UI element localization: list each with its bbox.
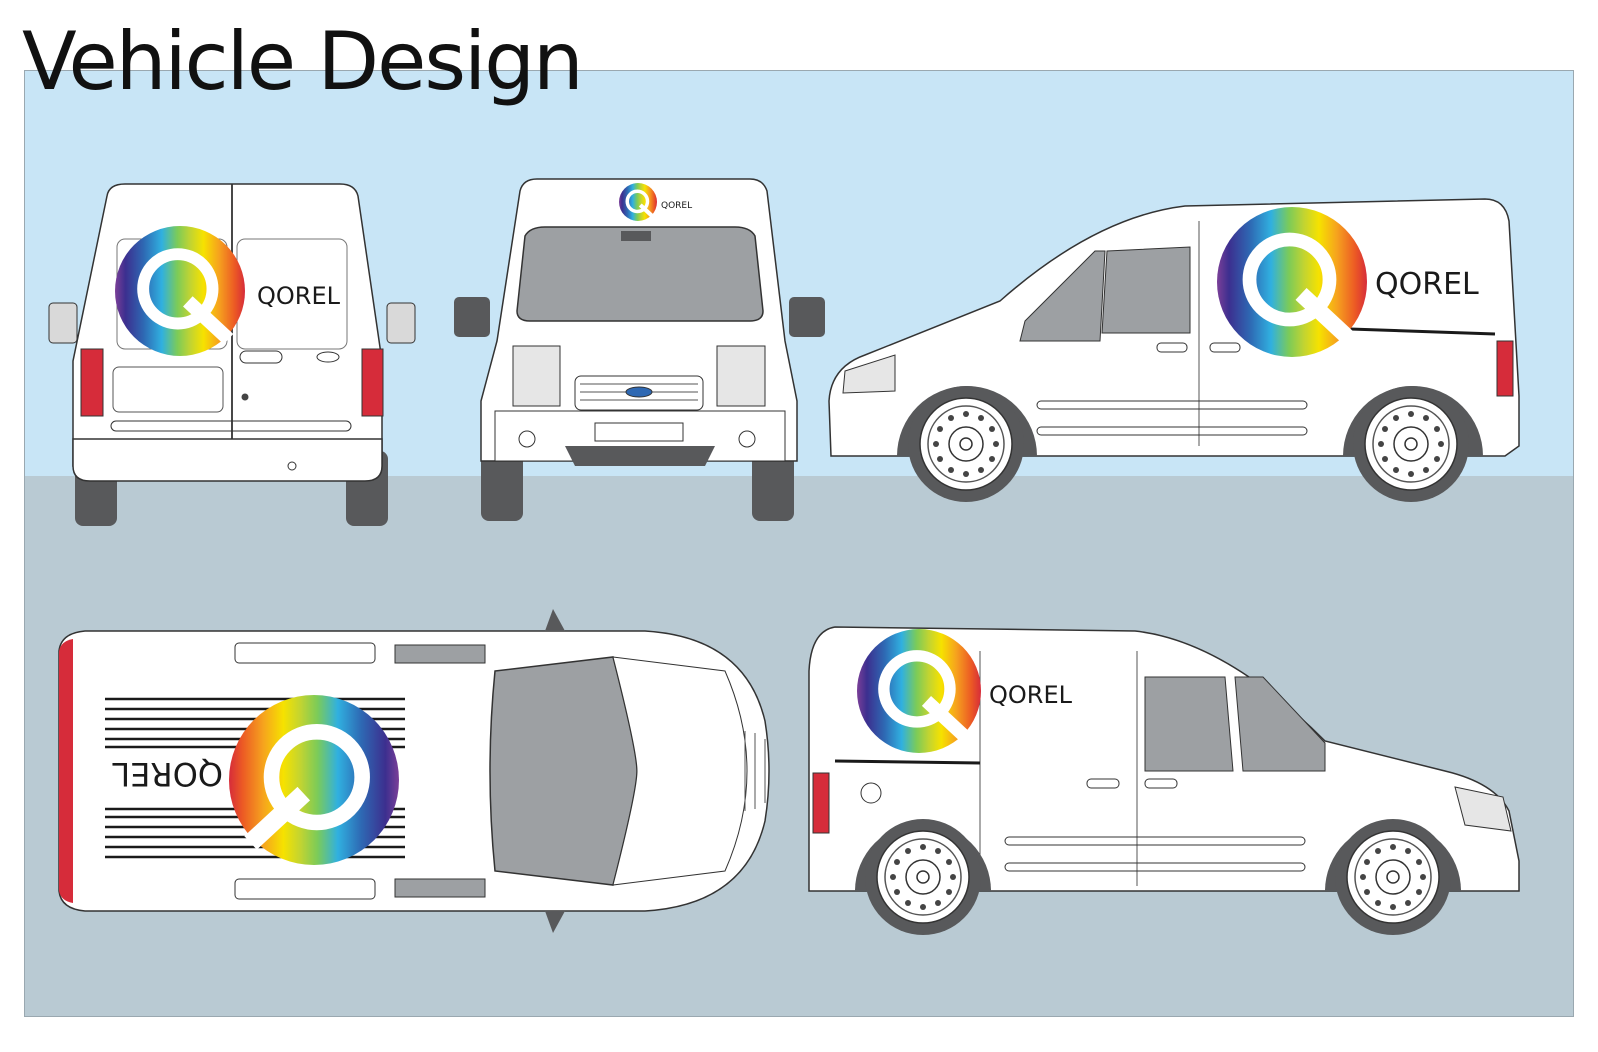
top-roof-rail-right [234, 878, 376, 900]
rear-plate-recess [112, 366, 224, 413]
top-brand-logo-icon [229, 695, 399, 865]
side-right-brand-wordmark: QOREL [1375, 267, 1479, 302]
side-left-front-wheel [1334, 818, 1452, 936]
windscreen [516, 226, 764, 322]
top-side-glass-left [394, 644, 486, 664]
front-right-mirror [789, 297, 825, 337]
top-view: QOREL [58, 609, 770, 933]
side-left-rubstrip-upper [1004, 836, 1306, 846]
side-left-brand-wordmark: QOREL [989, 681, 1073, 709]
side-right-rubstrip-lower [1036, 426, 1308, 436]
side-right-door-window [1101, 246, 1191, 334]
side-view-left: QOREL [808, 626, 1520, 936]
front-left-tyre [481, 451, 523, 521]
side-left-brand-logo-icon [857, 629, 981, 753]
side-right-stripe [1349, 327, 1496, 336]
rearview-mirror [621, 231, 651, 241]
front-left-foglight [518, 430, 536, 448]
front-left-headlight [512, 345, 561, 407]
side-right-front-wheel [907, 385, 1025, 503]
top-grille-lines [744, 731, 766, 811]
side-right-front-window [1019, 250, 1106, 342]
rear-lock [241, 393, 249, 401]
rear-view: QOREL [48, 183, 416, 526]
side-right-rear-wheel [1352, 385, 1470, 503]
rear-reflector [316, 351, 340, 363]
side-left-fuel-cap [860, 782, 882, 804]
front-view: QOREL [454, 178, 825, 521]
rear-step [110, 420, 352, 432]
top-roof-rail-left [234, 642, 376, 664]
front-right-foglight [738, 430, 756, 448]
side-left-rear-wheel [864, 818, 982, 936]
side-left-stripe [834, 759, 981, 765]
side-right-sliding-handle [1209, 342, 1241, 353]
front-badge-icon [625, 386, 653, 398]
rear-left-tail-light [80, 348, 104, 417]
top-windscreen [489, 656, 638, 886]
top-tail-lights [59, 639, 73, 903]
rear-brand-wordmark: QOREL [257, 282, 341, 310]
side-right-headlight [842, 354, 896, 394]
top-brand-wordmark: QOREL [112, 755, 223, 793]
front-right-headlight [716, 345, 766, 407]
side-left-rubstrip-lower [1004, 862, 1306, 872]
side-left-door-window [1144, 676, 1234, 772]
front-brand-logo-icon [619, 183, 657, 221]
front-plate [594, 422, 684, 442]
side-left-front-handle [1144, 778, 1178, 789]
top-left-mirror [545, 609, 565, 631]
rear-tow-eye [287, 461, 297, 471]
front-brand-wordmark: QOREL [661, 201, 692, 211]
top-right-mirror [545, 911, 565, 933]
side-left-front-window [1234, 676, 1326, 772]
side-right-rubstrip-upper [1036, 400, 1308, 410]
vehicle-views: QOREL QOREL [48, 178, 1520, 936]
front-right-tyre [752, 451, 794, 521]
front-lower-intake [565, 446, 715, 466]
rear-brand-logo-icon [115, 226, 245, 356]
side-left-headlight [1454, 786, 1512, 832]
side-left-sliding-handle [1086, 778, 1120, 789]
design-canvas: QOREL QOREL [24, 70, 1574, 1017]
rear-bumper [72, 438, 383, 482]
side-view-right: QOREL [828, 198, 1520, 503]
rear-right-mirror [386, 302, 416, 344]
side-right-front-handle [1156, 342, 1188, 353]
rear-left-mirror [48, 302, 78, 344]
side-right-tail-light [1496, 340, 1514, 397]
front-left-mirror [454, 297, 490, 337]
page-title: Vehicle Design [22, 15, 584, 108]
side-right-brand-logo-icon [1217, 207, 1367, 357]
side-left-tail-light [812, 772, 830, 834]
rear-right-tail-light [361, 348, 384, 417]
rear-door-handle [239, 350, 283, 364]
top-side-glass-right [394, 878, 486, 898]
